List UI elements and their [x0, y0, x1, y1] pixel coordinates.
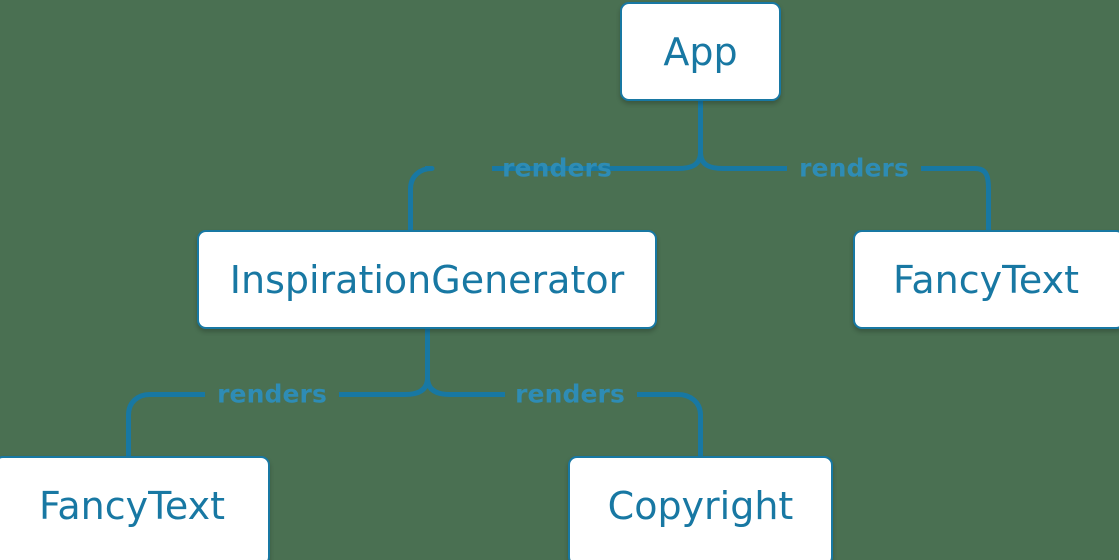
edge-label-app-to-fancytext-right: renders	[799, 153, 909, 183]
node-label-inspiration-generator: InspirationGenerator	[229, 257, 625, 302]
node-label-fancytext-bottom: FancyText	[39, 484, 225, 528]
node-copyright[interactable]: Copyright	[568, 456, 833, 560]
edge-label-inspiration-to-copyright: renders	[515, 379, 625, 409]
node-fancytext-right[interactable]: FancyText	[853, 230, 1119, 329]
node-inspiration-generator[interactable]: InspirationGenerator	[197, 230, 657, 329]
node-label-copyright: Copyright	[607, 484, 794, 528]
edge-label-app-to-inspiration: renders	[502, 153, 612, 183]
node-label-fancytext-right: FancyText	[893, 257, 1079, 302]
edge-label-inspiration-to-fancytext: renders	[217, 379, 327, 409]
node-app[interactable]: App	[620, 2, 781, 101]
node-fancytext-bottom[interactable]: FancyText	[0, 456, 270, 560]
node-label-app: App	[663, 29, 738, 74]
